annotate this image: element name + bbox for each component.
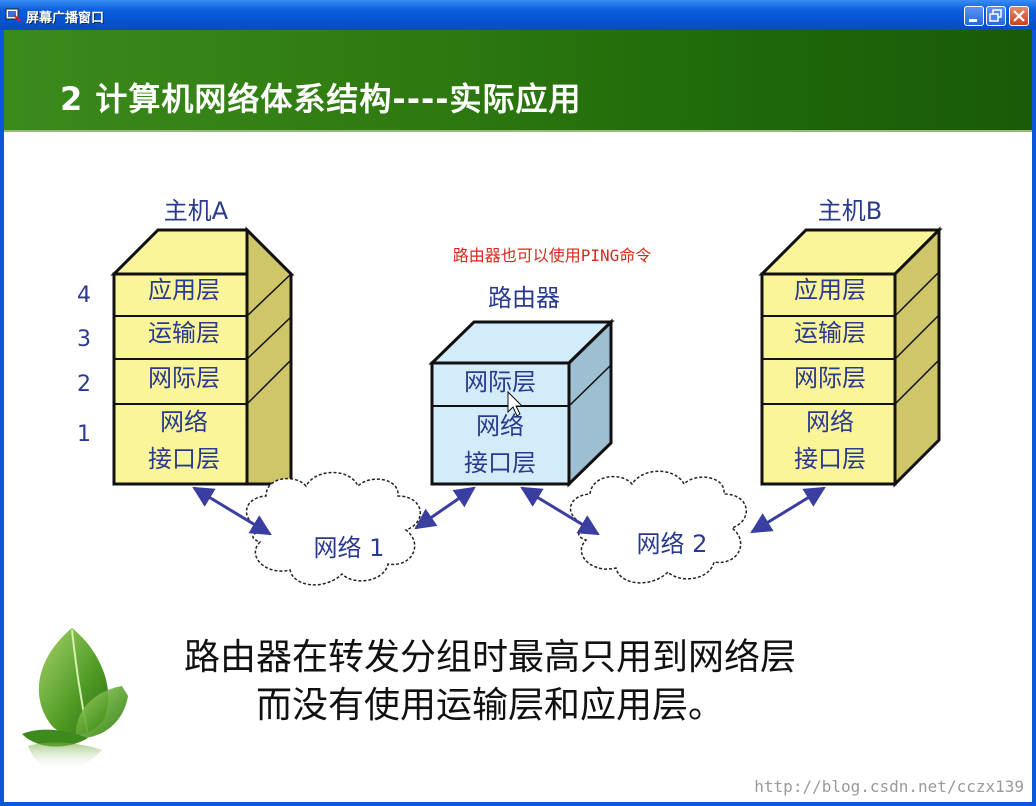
host-a-layer-4: 应用层 [148, 276, 220, 304]
title-bar[interactable]: 屏幕广播窗口 [0, 0, 1036, 30]
arrow-router-cloud-2 [520, 486, 600, 536]
close-button[interactable] [1009, 6, 1029, 26]
host-b-label: 主机B [818, 197, 882, 225]
host-a-layer-1-line2: 接口层 [148, 445, 220, 473]
ping-note: 路由器也可以使用PING命令 [453, 246, 652, 265]
close-icon [1013, 10, 1025, 22]
host-a-label: 主机A [164, 197, 229, 225]
restore-icon [989, 9, 1002, 22]
network-diagram: 主机A 应用层 运输层 网际层 网络 接口层 4 3 2 [77, 197, 943, 586]
host-b-stack: 主机B 应用层 运输层 网际层 网络 接口层 [758, 197, 943, 488]
layer-num-1: 1 [77, 422, 91, 447]
arrow-cloud-2-host-b [750, 486, 826, 534]
cloud-2-label: 网络 2 [637, 530, 708, 558]
host-a-stack: 主机A 应用层 运输层 网际层 网络 接口层 4 3 2 [77, 197, 295, 486]
host-a-side [245, 226, 293, 486]
caption-line-2: 而没有使用运输层和应用层。 [256, 685, 725, 726]
arrow-host-a-cloud-1 [192, 486, 272, 536]
host-b-layer-link-line2: 接口层 [794, 445, 866, 473]
cloud-1-label: 网络 1 [314, 534, 385, 562]
restore-button[interactable] [986, 6, 1006, 26]
arrow-cloud-1-router [414, 486, 476, 530]
title-banner [4, 30, 1032, 130]
router-layer-link-line1: 网络 [476, 412, 524, 440]
host-a-front [112, 272, 249, 486]
slide-area: 2 计算机网络体系结构----实际应用 主机A [4, 30, 1032, 802]
host-b-front [760, 272, 897, 486]
mouse-cursor-icon [507, 390, 524, 417]
layer-num-4: 4 [77, 283, 91, 308]
host-b-layer-app: 应用层 [794, 276, 866, 304]
cloud-network-1: 网络 1 [245, 471, 422, 586]
router-layer-ip: 网际层 [464, 368, 536, 396]
host-a-layer-1-line1: 网络 [160, 408, 208, 436]
host-b-layer-transport: 运输层 [794, 319, 866, 347]
minimize-button[interactable] [964, 6, 984, 26]
host-a-layer-3: 运输层 [148, 319, 220, 347]
router-stack: 路由器 网际层 网络 接口层 [428, 284, 615, 488]
layer-num-3: 3 [77, 327, 91, 352]
watermark: http://blog.csdn.net/cczx139 [754, 777, 1024, 796]
cloud-network-2: 网络 2 [569, 470, 748, 584]
minimize-icon [969, 19, 977, 22]
router-front [430, 361, 571, 486]
caption-line-1: 路由器在转发分组时最高只用到网络层 [184, 637, 797, 678]
leaf-decoration-icon [22, 628, 128, 772]
host-b-layer-ip: 网际层 [794, 364, 866, 392]
host-a-layer-2: 网际层 [148, 364, 220, 392]
layer-num-2: 2 [77, 372, 91, 397]
window-title: 屏幕广播窗口 [26, 11, 105, 26]
router-layer-link-line2: 接口层 [464, 449, 536, 477]
app-icon [5, 8, 21, 22]
slide-title: 2 计算机网络体系结构----实际应用 [60, 80, 582, 118]
router-label: 路由器 [488, 284, 560, 312]
host-b-side [893, 226, 941, 488]
link-arrows [192, 486, 826, 536]
host-b-layer-link-line1: 网络 [806, 408, 854, 436]
banner-divider [4, 130, 1032, 132]
